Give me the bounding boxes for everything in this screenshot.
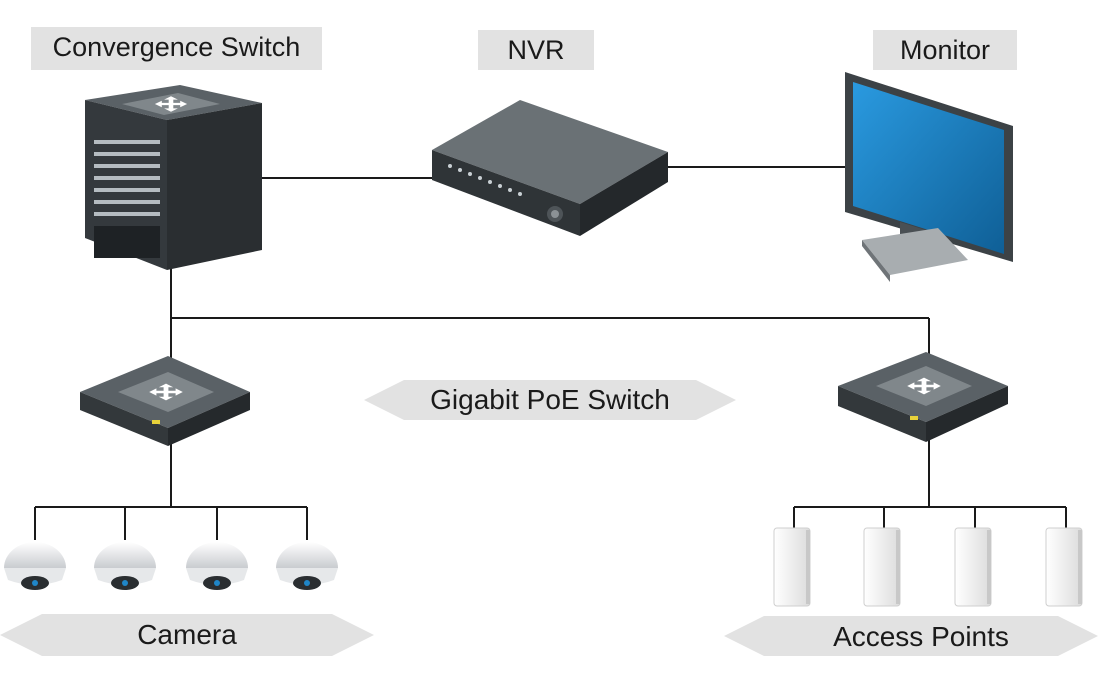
convergence-switch-label: Convergence Switch	[31, 27, 322, 70]
access-points-label: Access Points	[833, 621, 1009, 652]
camera-icons	[4, 542, 338, 590]
access-point-icons	[773, 527, 1083, 607]
access-points-arrow-shape	[724, 616, 1098, 656]
camera-label: Camera	[137, 619, 237, 650]
poe-switch-arrow-shape	[364, 380, 736, 420]
access-point-icon-3	[954, 527, 992, 607]
camera-arrow-shape	[0, 614, 374, 656]
access-point-icon-4	[1045, 527, 1083, 607]
connection-lines	[34, 166, 1067, 540]
nvr-label: NVR	[478, 30, 594, 70]
convergence-switch-icon	[85, 85, 262, 270]
monitor-label: Monitor	[873, 30, 1017, 70]
dome-camera-icon-1	[4, 542, 66, 590]
poe-switch-right-icon	[838, 352, 1008, 442]
poe-switch-left-icon	[80, 356, 250, 446]
dome-camera-icon-3	[186, 542, 248, 590]
dome-camera-icon-4	[276, 542, 338, 590]
dome-camera-icon-2	[94, 542, 156, 590]
poe-switch-label: Gigabit PoE Switch	[430, 384, 670, 415]
nvr-icon	[432, 100, 668, 236]
monitor-icon	[845, 72, 1013, 282]
arrow-banners	[0, 380, 1098, 656]
access-point-icon-1	[773, 527, 811, 607]
access-point-icon-2	[863, 527, 901, 607]
